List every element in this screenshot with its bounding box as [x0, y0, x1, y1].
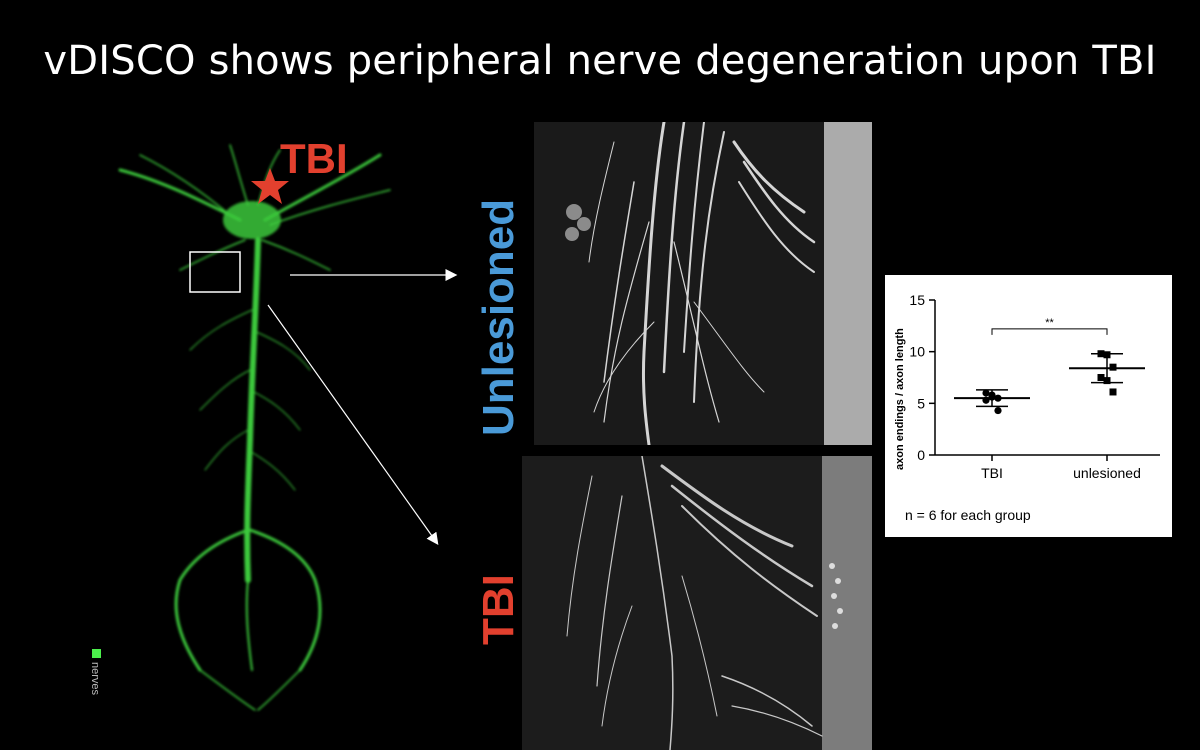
axon-endings-chart: axon endings / axon length 0 5 10 15 TBI unl… [885, 275, 1172, 537]
data-point [994, 406, 1002, 415]
data-point [1109, 388, 1117, 396]
legend-label: nerves [89, 662, 101, 696]
zoom-region-box [189, 251, 241, 293]
significance-label: ** [1045, 317, 1054, 329]
y-tick-label: 10 [909, 344, 925, 360]
x-tick-label: TBI [981, 465, 1003, 481]
data-point [982, 389, 990, 397]
unlesioned-label: Unlesioned [474, 198, 523, 436]
tbi-micrograph [522, 456, 872, 750]
y-tick-label: 5 [917, 395, 925, 411]
sample-size-note: n = 6 for each group [905, 507, 1031, 523]
data-point [1097, 374, 1105, 381]
data-point [1109, 363, 1117, 371]
chart-plot: axon endings / axon length 0 5 10 15 TBI unl… [894, 292, 1160, 481]
y-tick-label: 0 [917, 447, 925, 463]
legend-swatch [92, 649, 101, 658]
significance-bracket [991, 328, 1108, 335]
y-tick-label: 15 [909, 292, 925, 308]
x-tick-label: unlesioned [1073, 465, 1141, 481]
y-axis-label: axon endings / axon length [894, 328, 906, 470]
unlesioned-micrograph [534, 122, 872, 445]
injury-label: TBI [280, 135, 348, 182]
slide-title: vDISCO shows peripheral nerve degenerati… [43, 38, 1157, 84]
star-icon [251, 168, 289, 204]
tbi-label: TBI [474, 574, 523, 645]
